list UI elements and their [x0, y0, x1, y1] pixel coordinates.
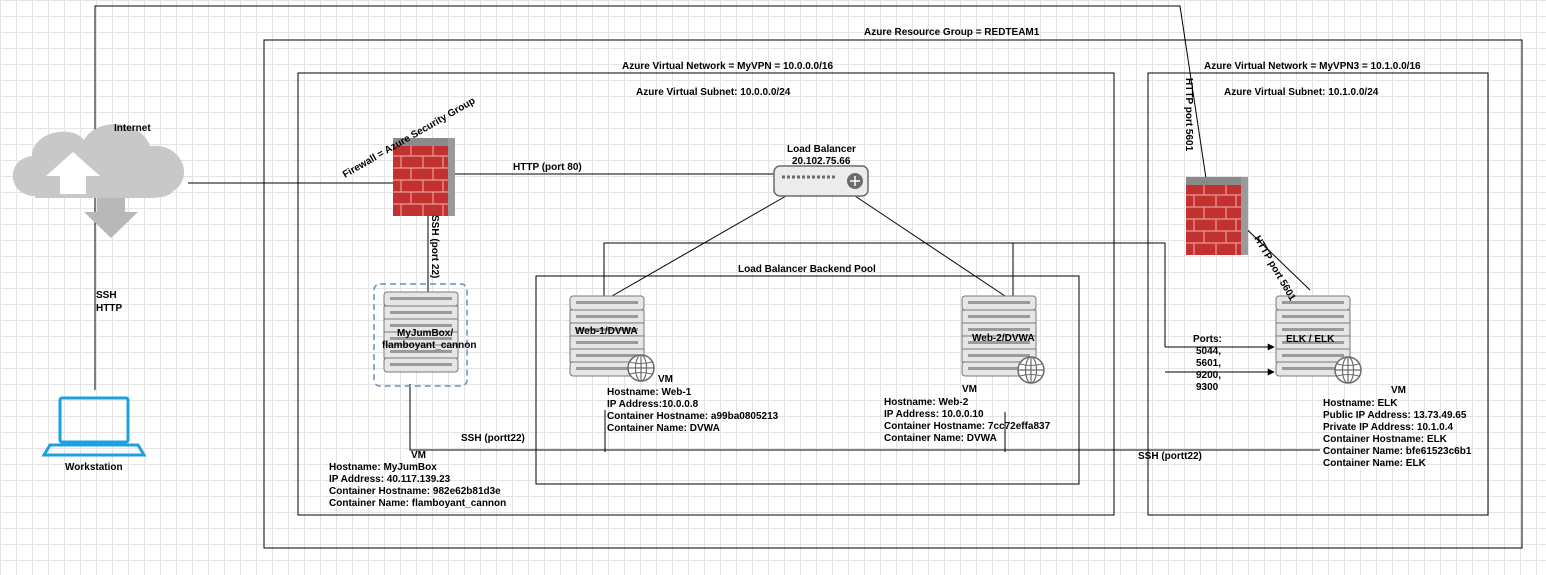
vm-detail-line: Hostname: Web-2	[884, 397, 969, 408]
vm-detail-line: Container Name: ELK	[1323, 458, 1427, 469]
ports-title: Ports:	[1193, 334, 1222, 345]
vm-detail-line: Container Hostname: 7cc72effa837	[884, 421, 1051, 432]
internet-label: Internet	[114, 123, 151, 134]
subnet2-title: Azure Virtual Subnet: 10.1.0.0/24	[1224, 87, 1379, 98]
ssh-portt22-label-a: SSH (portt22)	[461, 433, 525, 444]
http5601-label-a: HTTP port 5601	[1183, 78, 1194, 152]
vm-detail-line: Container Hostname: 982e62b81d3e	[329, 486, 501, 497]
globe-icon	[627, 354, 655, 382]
workstation-protocol-ssh: SSH	[96, 290, 117, 301]
vnet2-title: Azure Virtual Network = MyVPN3 = 10.1.0.…	[1204, 61, 1421, 72]
vnet1-box	[297, 72, 1115, 516]
load-balancer-icon	[773, 165, 869, 197]
load-balancer-name: Load Balancer	[787, 144, 856, 155]
vm-title: VM	[962, 384, 977, 395]
jumpbox-frame	[373, 283, 468, 387]
vm-detail-line: Container Hostname: a99ba0805213	[607, 411, 779, 422]
vm-detail-line: Container Name: DVWA	[884, 433, 997, 444]
subnet1-title: Azure Virtual Subnet: 10.0.0.0/24	[636, 87, 791, 98]
vnet2-box	[1147, 72, 1489, 516]
vm-detail-line: Container Name: bfe61523c6b1	[1323, 446, 1472, 457]
vm-detail-line: Container Name: flamboyant_cannon	[329, 498, 506, 509]
vm-detail-line: Container Hostname: ELK	[1323, 434, 1448, 445]
resource-group-box	[263, 39, 1523, 549]
vm-detail-line: IP Address:10.0.0.8	[607, 399, 699, 410]
globe-icon	[1017, 356, 1045, 384]
http80-label: HTTP (port 80)	[513, 162, 582, 173]
vm-detail-line: Hostname: Web-1	[607, 387, 692, 398]
vm-title: VM	[658, 374, 673, 385]
http5601-label-b: HTTP port 5601	[1251, 234, 1297, 303]
workstation-label: Workstation	[65, 462, 123, 473]
resource-group-title: Azure Resource Group = REDTEAM1	[864, 27, 1040, 38]
workstation-protocol-http: HTTP	[96, 303, 122, 314]
port-item: 9300	[1196, 382, 1219, 393]
vm-detail-line: IP Address: 10.0.0.10	[884, 409, 984, 420]
jumpbox-icon-label-2: flamboyant_cannon	[382, 340, 476, 351]
backend-pool-title: Load Balancer Backend Pool	[738, 264, 876, 275]
elk-icon-label: ELK / ELK	[1286, 334, 1335, 345]
vm-detail-line: Public IP Address: 13.73.49.65	[1323, 410, 1467, 421]
firewall-icon	[392, 137, 456, 217]
ssh-portt22-label-b: SSH (portt22)	[1138, 451, 1202, 462]
jumpbox-icon-label-1: MyJumBox/	[397, 328, 453, 339]
port-item: 5601,	[1196, 358, 1221, 369]
vm-title: VM	[411, 450, 426, 461]
vm-detail-line: Private IP Address: 10.1.0.4	[1323, 422, 1454, 433]
port-item: 5044,	[1196, 346, 1221, 357]
cloud-icon	[12, 124, 185, 238]
ssh22-label: SSH (port 22)	[429, 215, 440, 278]
laptop-icon	[41, 396, 147, 457]
backend-pool-box	[535, 275, 1080, 485]
web1-icon-label: Web-1/DVWA	[575, 326, 638, 337]
globe-icon	[1334, 356, 1362, 384]
vnet1-title: Azure Virtual Network = MyVPN = 10.0.0.0…	[622, 61, 833, 72]
load-balancer-ip: 20.102.75.66	[792, 156, 851, 167]
vm-detail-line: Hostname: ELK	[1323, 398, 1398, 409]
vm-detail-line: IP Address: 40.117.139.23	[329, 474, 451, 485]
vm-title: VM	[1391, 385, 1406, 396]
web2-icon-label: Web-2/DVWA	[972, 333, 1035, 344]
vm-detail-line: Container Name: DVWA	[607, 423, 720, 434]
port-item: 9200,	[1196, 370, 1221, 381]
firewall-icon	[1185, 176, 1249, 256]
vm-detail-line: Hostname: MyJumBox	[329, 462, 437, 473]
